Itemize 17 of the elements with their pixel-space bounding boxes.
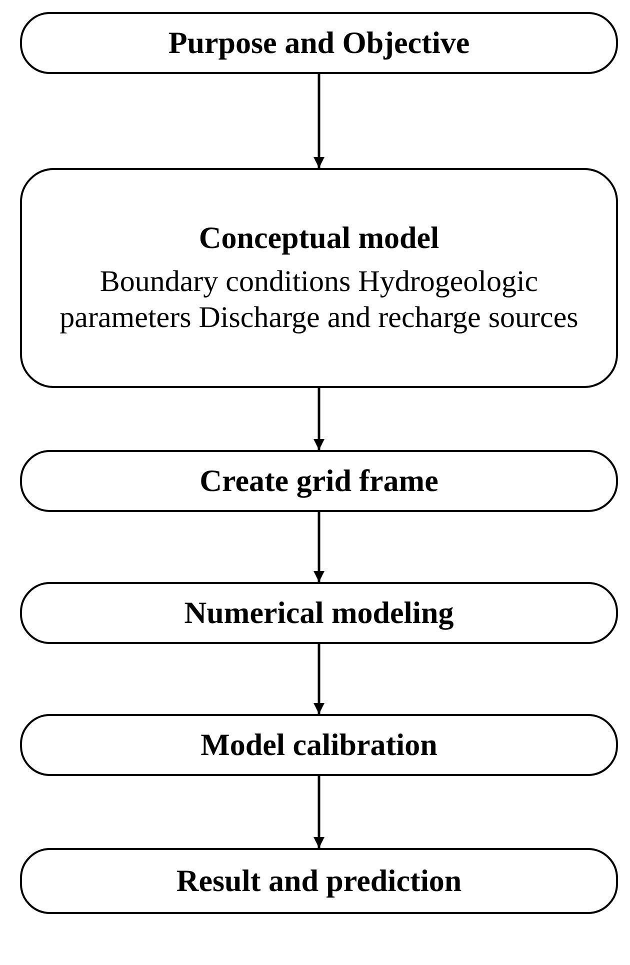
box-title: Create grid frame xyxy=(200,463,438,499)
box-title: Numerical modeling xyxy=(184,595,454,631)
process-box xyxy=(20,168,618,388)
process-box xyxy=(20,450,618,512)
arrow xyxy=(313,74,325,168)
box-title: Purpose and Objective xyxy=(168,25,470,61)
process-box xyxy=(20,848,618,914)
box-text: Boundary conditions Hydrogeologic parameters Discharge and recharge sources xyxy=(58,264,580,336)
process-box xyxy=(20,12,618,74)
arrow xyxy=(313,644,325,714)
box-title: Conceptual model xyxy=(198,220,440,256)
arrow xyxy=(313,388,325,450)
box-title: Model calibration xyxy=(200,727,438,763)
process-box xyxy=(20,582,618,644)
arrow xyxy=(313,512,325,582)
arrow xyxy=(313,776,325,848)
box-title: Result and prediction xyxy=(176,863,462,899)
